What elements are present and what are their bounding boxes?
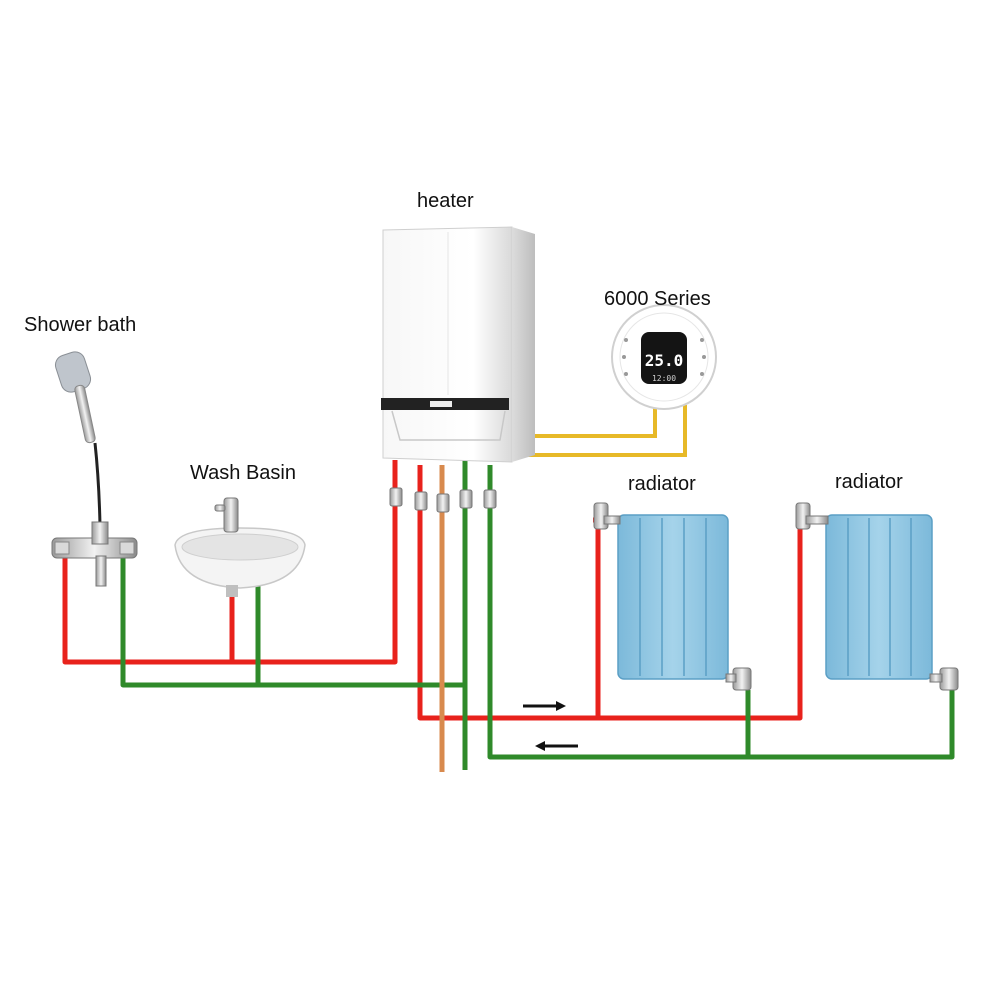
return-pipe-heating (487, 465, 955, 760)
heater-boiler-icon (381, 226, 535, 513)
wash-basin-label: Wash Basin (190, 462, 296, 484)
thermostat-label: 6000 Series (604, 288, 711, 310)
arrow-left-icon (535, 741, 578, 751)
thermostat-icon: 25.0 12:00 (611, 304, 717, 410)
shower-bath-label: Shower bath (24, 314, 137, 336)
radiator-2-label: radiator (835, 471, 903, 493)
hot-pipe-heating-supply (417, 465, 803, 721)
thermostat-temp-readout: 25.0 (645, 351, 684, 370)
return-pipe-domestic (120, 460, 468, 688)
arrow-right-icon (523, 701, 566, 711)
radiator-1-icon (593, 502, 752, 691)
heater-label: heater (417, 190, 474, 212)
heater-valves (389, 487, 497, 513)
thermostat-wires (520, 403, 687, 457)
return-pipes (120, 460, 955, 770)
thermostat-time-readout: 12:00 (652, 374, 676, 383)
radiator-1-label: radiator (628, 473, 696, 495)
shower-bath-icon (51, 351, 138, 587)
radiator-2-icon (795, 502, 959, 691)
wash-basin-icon (174, 497, 306, 597)
